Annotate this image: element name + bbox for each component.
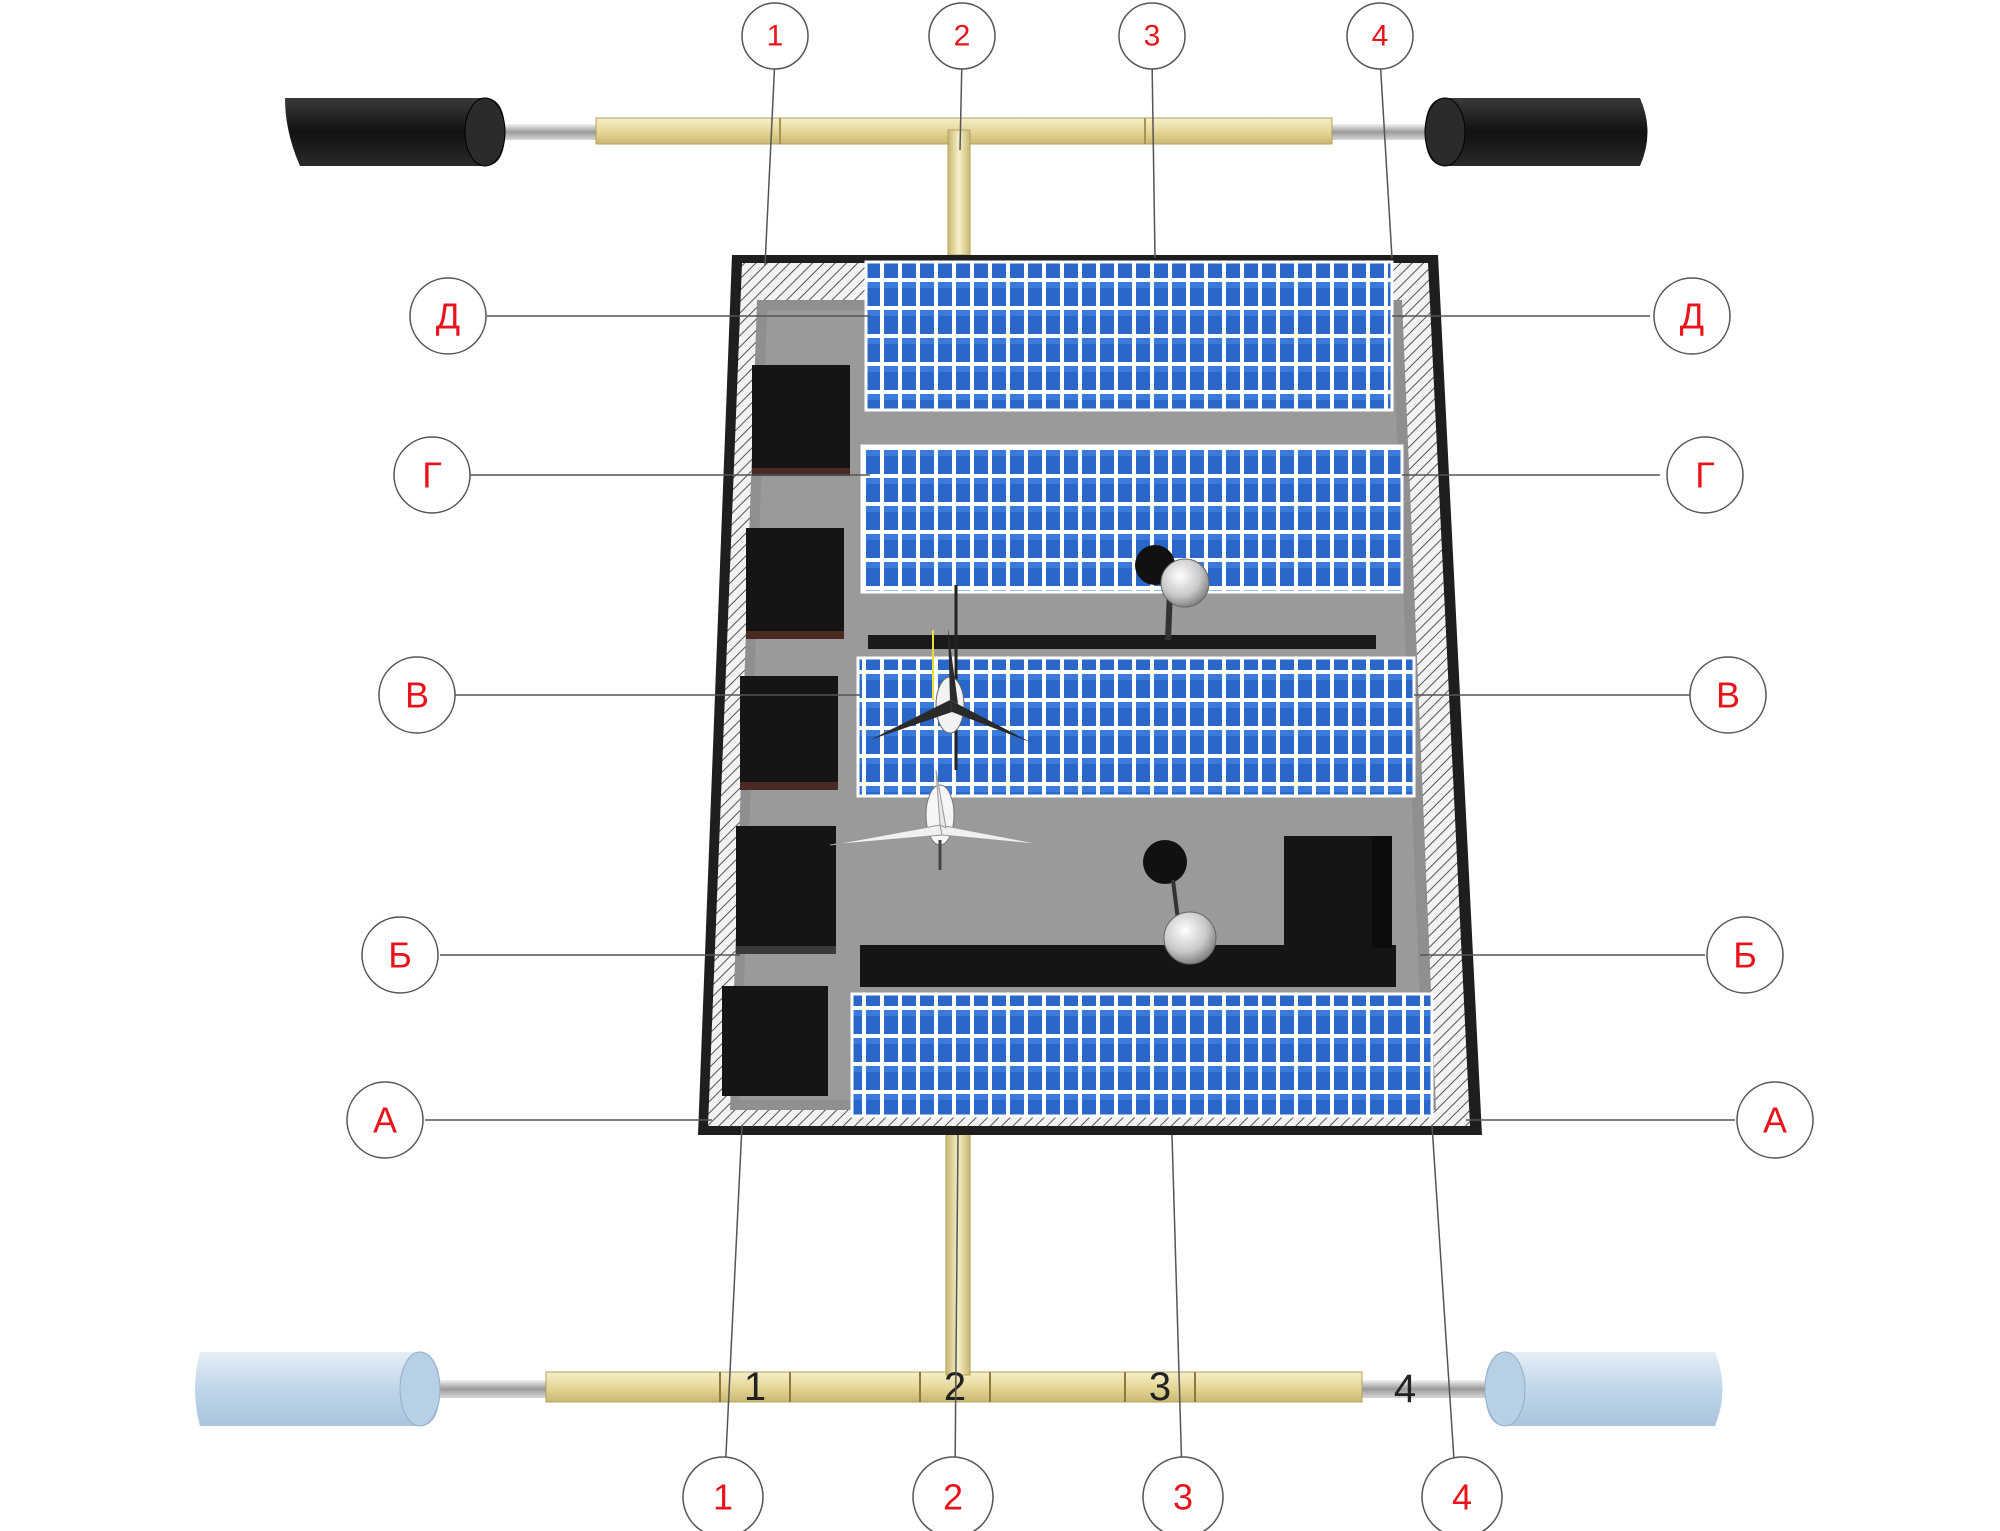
- float-pontoon-icon: [195, 1351, 441, 1427]
- bottom-pipe-assembly: 1 2 3 4: [195, 1119, 1723, 1427]
- svg-text:3: 3: [1144, 20, 1161, 53]
- axis-top-3: 3: [1118, 2, 1186, 70]
- svg-text:2: 2: [954, 20, 971, 53]
- float-pontoon-icon: [1424, 97, 1648, 167]
- top-pipe-assembly: [285, 97, 1648, 256]
- svg-text:Д: Д: [436, 296, 460, 337]
- axis-right-d: Д: [1653, 277, 1731, 355]
- solar-panel-row-b: [850, 992, 1434, 1118]
- axis-right-a: А: [1736, 1081, 1814, 1159]
- satellite-dish-icon: [1143, 840, 1217, 965]
- axis-bottom-4: 4: [1421, 1456, 1503, 1531]
- svg-text:1: 1: [744, 1365, 766, 1409]
- svg-text:Д: Д: [1680, 296, 1704, 337]
- axis-bottom-3: 3: [1142, 1456, 1224, 1531]
- axis-bottom-2: 2: [912, 1456, 994, 1531]
- float-pontoon-icon: [285, 97, 506, 167]
- axis-left-g: Г: [393, 436, 471, 514]
- axis-left-b: Б: [361, 916, 439, 994]
- pipe-label-2: 2: [919, 1365, 991, 1409]
- solar-panel-icon: [850, 992, 1434, 1118]
- solar-panel-row-g: [860, 444, 1404, 594]
- pipe-label-4: 4: [1394, 1367, 1416, 1411]
- svg-text:А: А: [373, 1100, 397, 1141]
- svg-text:2: 2: [943, 1477, 963, 1518]
- wind-turbine-icon: [870, 585, 1030, 770]
- svg-text:Б: Б: [388, 935, 412, 976]
- solar-panel-icon: [860, 444, 1404, 594]
- axis-left-v: В: [378, 656, 456, 734]
- equipment-blocks-left: [722, 365, 850, 1096]
- wind-turbine-icon: [829, 769, 1046, 870]
- svg-text:Г: Г: [1695, 455, 1715, 496]
- axis-right-v: В: [1689, 656, 1767, 734]
- axis-left-d: Д: [409, 277, 487, 355]
- axis-right-b: Б: [1706, 916, 1784, 994]
- svg-text:3: 3: [1149, 1365, 1171, 1409]
- svg-text:4: 4: [1452, 1477, 1472, 1518]
- svg-text:Г: Г: [422, 455, 442, 496]
- svg-text:Б: Б: [1733, 935, 1757, 976]
- pipe-label-1: 1: [719, 1365, 791, 1409]
- pipe-label-3: 3: [1124, 1365, 1196, 1409]
- svg-text:1: 1: [713, 1477, 733, 1518]
- axis-top-1: 1: [741, 2, 809, 70]
- satellite-dish-icon: [1135, 545, 1210, 641]
- svg-text:4: 4: [1394, 1367, 1416, 1411]
- axis-left-a: А: [346, 1081, 424, 1159]
- svg-text:3: 3: [1173, 1477, 1193, 1518]
- svg-text:В: В: [405, 675, 429, 716]
- axis-top-2: 2: [928, 2, 996, 70]
- svg-text:4: 4: [1372, 20, 1389, 53]
- float-pontoon-icon: [1484, 1351, 1723, 1427]
- svg-text:2: 2: [944, 1365, 966, 1409]
- svg-text:В: В: [1716, 675, 1740, 716]
- solar-panel-icon: [864, 260, 1394, 412]
- equipment-blocks-center: [860, 635, 1396, 987]
- solar-panel-row-d: [864, 260, 1394, 412]
- grid-lines: [425, 57, 1735, 1476]
- axis-right-g: Г: [1666, 436, 1744, 514]
- axis-top-4: 4: [1346, 2, 1414, 70]
- axis-bottom-1: 1: [682, 1456, 764, 1531]
- svg-text:1: 1: [767, 20, 784, 53]
- svg-text:А: А: [1763, 1100, 1787, 1141]
